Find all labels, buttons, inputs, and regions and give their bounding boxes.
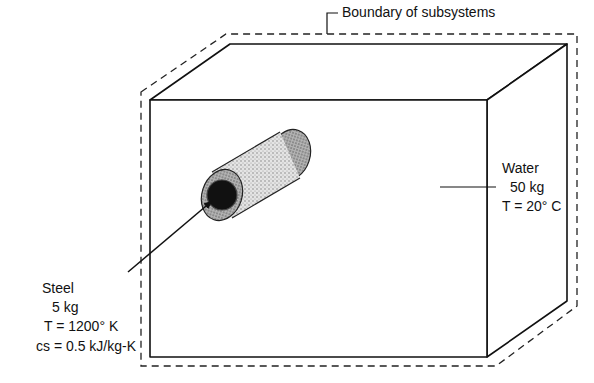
boundary-dashed bbox=[141, 34, 577, 366]
temperature-value: T = 1200° K bbox=[44, 318, 118, 335]
water-leader bbox=[440, 186, 496, 187]
material-name: Water bbox=[502, 160, 539, 177]
material-name: Steel bbox=[42, 280, 74, 297]
steel-cylinder bbox=[195, 124, 317, 226]
mass-value: 50 kg bbox=[510, 179, 544, 196]
steel-arrow bbox=[128, 201, 212, 272]
boundary-leader bbox=[327, 13, 338, 34]
temperature-value: T = 20° C bbox=[502, 198, 561, 215]
specific-heat-value: cs = 0.5 kJ/kg-K bbox=[36, 338, 136, 355]
boundary-label: Boundary of subsystems bbox=[342, 4, 495, 21]
water-tank bbox=[150, 44, 567, 357]
mass-value: 5 kg bbox=[52, 299, 78, 316]
